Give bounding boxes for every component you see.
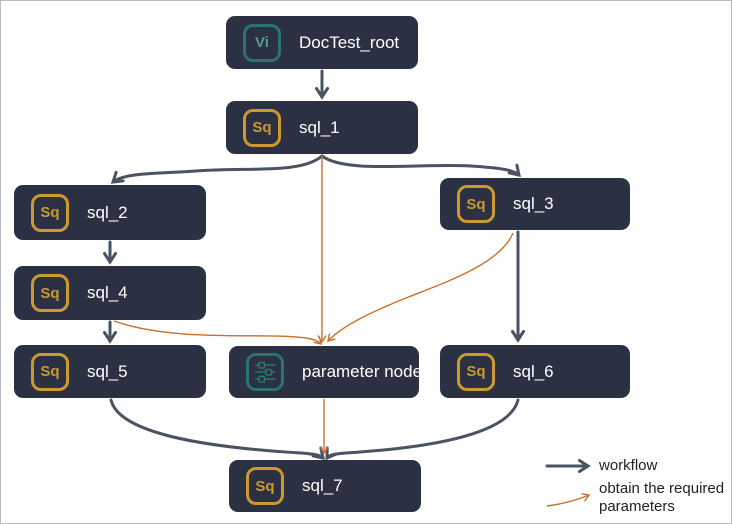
sq-icon: Sq (457, 185, 495, 223)
node-sql-5[interactable]: Sq sql_5 (14, 345, 206, 398)
sq-icon: Sq (246, 467, 284, 505)
node-parameter-node[interactable]: parameter node (229, 346, 423, 398)
node-sql-7[interactable]: Sq sql_7 (229, 460, 421, 512)
node-sql-3[interactable]: Sq sql_3 (440, 178, 630, 230)
sq-icon: Sq (31, 193, 69, 232)
legend-item-parameter: obtain the required parameters (545, 480, 729, 515)
node-label: sql_5 (87, 361, 128, 381)
node-doctest-root[interactable]: Vi DocTest_root (226, 16, 418, 69)
legend-label-workflow: workflow (599, 457, 658, 474)
edge-sql-1-to-sql-2 (110, 154, 324, 184)
node-label: sql_7 (302, 476, 343, 495)
edge-sql-1-to-sql-3 (320, 154, 521, 177)
legend: workflow obtain the required parameters (545, 457, 729, 515)
vi-icon: Vi (243, 23, 281, 62)
parameter-arrow-icon (546, 492, 591, 507)
sq-icon: Sq (31, 274, 69, 312)
node-sql-4[interactable]: Sq sql_4 (14, 266, 206, 320)
node-sql-2[interactable]: Sq sql_2 (14, 185, 206, 240)
node-label: sql_3 (513, 194, 554, 213)
edge-sql-6-to-sql-7 (325, 398, 520, 461)
sq-icon: Sq (243, 108, 281, 147)
parameter-sliders-icon (246, 353, 284, 391)
edge-sql-3-to-parameter-node (327, 232, 514, 342)
node-sql-1[interactable]: Sq sql_1 (226, 101, 418, 154)
workflow-arrow-icon (545, 458, 591, 473)
node-label: DocTest_root (299, 32, 400, 52)
sq-icon: Sq (31, 352, 69, 391)
node-label: sql_2 (87, 202, 128, 222)
node-sql-6[interactable]: Sq sql_6 (440, 345, 630, 398)
node-label: sql_1 (299, 117, 340, 137)
edge-sql-5-to-sql-7 (109, 398, 325, 460)
legend-item-workflow: workflow (545, 457, 729, 474)
node-label: sql_4 (87, 283, 128, 302)
node-label: parameter node (302, 362, 423, 381)
node-label: sql_6 (513, 361, 554, 381)
sq-icon: Sq (457, 352, 495, 391)
legend-label-parameter: obtain the required parameters (599, 480, 725, 515)
edge-sql-4-to-parameter-node (113, 320, 322, 345)
